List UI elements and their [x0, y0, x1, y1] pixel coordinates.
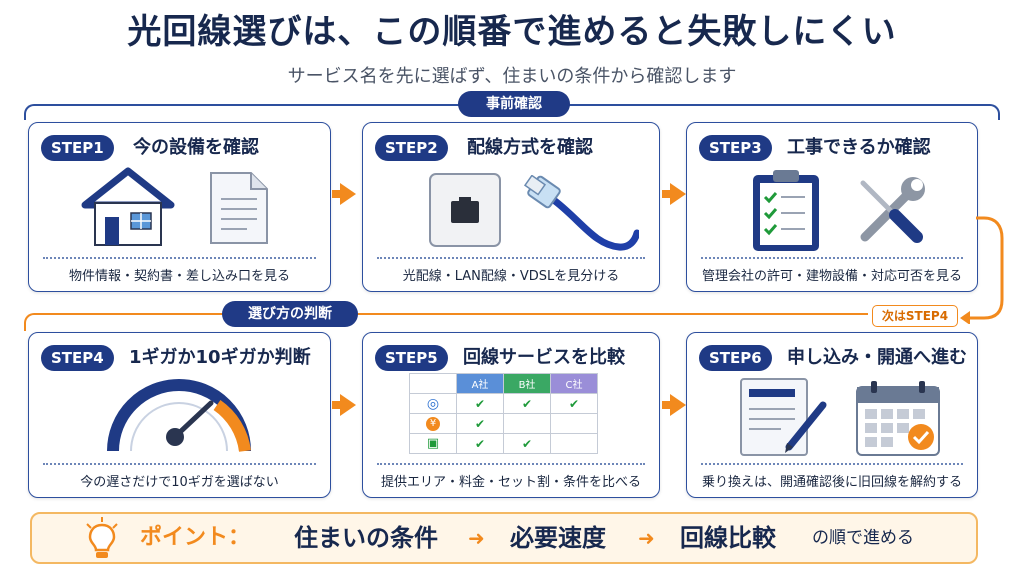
wrench-screwdriver-icon — [860, 177, 925, 243]
check-icon: ✔ — [456, 413, 504, 434]
lan-cable-icon — [523, 175, 639, 251]
step5-badge: STEP5 — [375, 345, 448, 371]
point-item-conditions: 住まいの条件 — [294, 524, 438, 552]
comparison-table: A社 B社 C社 ◎ ✔✔✔ ¥ ✔ ▣ ✔✔ — [409, 373, 598, 454]
step1-card: STEP1 今の設備を確認 物件情報・契約書・差し込み口を見る — [28, 122, 331, 292]
point-banner: ポイント： 住まいの条件 ➜ 必要速度 ➜ 回線比較 の順で進める — [30, 512, 978, 564]
point-suffix: の順で進める — [812, 528, 914, 548]
arrow-step2-to-step3 — [662, 183, 686, 205]
column-header-b: B社 — [503, 373, 551, 394]
step1-title: 今の設備を確認 — [133, 137, 259, 158]
step4-title: 1ギガか10ギガか判断 — [129, 347, 311, 368]
globe-icon: ◎ — [409, 393, 457, 414]
step5-card: STEP5 回線サービスを比較 A社 B社 C社 ◎ ✔✔✔ ¥ ✔ ▣ ✔✔ … — [362, 332, 660, 498]
step2-title: 配線方式を確認 — [467, 137, 593, 158]
step5-caption: 提供エリア・料金・セット割・条件を比べる — [380, 475, 641, 490]
clipboard-checklist-icon — [753, 170, 819, 251]
step6-card: STEP6 申し込み・開通へ進む 乗り換えは、開通確認後に旧回線を解約する — [686, 332, 978, 498]
table-corner-cell — [409, 373, 457, 394]
step6-badge: STEP6 — [699, 345, 772, 371]
check-cell — [550, 413, 598, 434]
table-row: ¥ ✔ — [409, 413, 598, 434]
step3-divider — [701, 257, 963, 259]
step2-divider — [377, 257, 645, 259]
yen-coin-icon: ¥ — [409, 413, 457, 434]
step3-title: 工事できるか確認 — [787, 137, 931, 158]
arrow-step4-to-step5 — [332, 394, 356, 416]
check-icon: ✔ — [550, 393, 598, 414]
column-header-c: C社 — [550, 373, 598, 394]
section-label-decision: 選び方の判断 — [222, 301, 358, 327]
calendar-icon — [856, 381, 940, 456]
page-title: 光回線選びは、この順番で進めると失敗しにくい — [127, 12, 897, 52]
step4-divider — [43, 463, 316, 465]
table-row: ◎ ✔✔✔ — [409, 393, 598, 414]
step2-caption: 光配線・LAN配線・VDSLを見分ける — [402, 269, 620, 284]
point-label: ポイント： — [140, 525, 251, 550]
application-form-pen-icon — [740, 378, 827, 456]
page-subtitle: サービス名を先に選ばず、住まいの条件から確認します — [287, 66, 737, 87]
step1-badge: STEP1 — [41, 135, 114, 161]
step5-title: 回線サービスを比較 — [463, 347, 625, 368]
step5-divider — [377, 463, 645, 465]
step4-badge: STEP4 — [41, 345, 114, 371]
check-icon: ✔ — [503, 393, 551, 414]
document-icon — [210, 172, 268, 244]
gift-icon: ▣ — [409, 433, 457, 454]
step1-caption: 物件情報・契約書・差し込み口を見る — [68, 269, 290, 284]
point-item-speed: 必要速度 — [510, 524, 606, 552]
table-row: ▣ ✔✔ — [409, 433, 598, 454]
section-label-pre-check: 事前確認 — [458, 91, 570, 117]
check-icon: ✔ — [456, 393, 504, 414]
step6-title: 申し込み・開通へ進む — [787, 347, 967, 368]
step6-divider — [701, 463, 963, 465]
step1-divider — [43, 257, 316, 259]
check-cell — [503, 413, 551, 434]
point-arrow-1: ➜ — [468, 526, 485, 550]
check-cell — [550, 433, 598, 454]
house-icon — [81, 167, 175, 246]
connector-step3-to-step4 — [960, 216, 1004, 324]
check-icon: ✔ — [456, 433, 504, 454]
step3-card: STEP3 工事できるか確認 管理会社の許可・建物設備・対応可否を見る — [686, 122, 978, 292]
lightbulb-icon — [86, 517, 118, 558]
point-arrow-2: ➜ — [638, 526, 655, 550]
column-header-a: A社 — [456, 373, 504, 394]
check-icon: ✔ — [503, 433, 551, 454]
wall-outlet-icon — [429, 173, 501, 247]
next-step-tag: 次はSTEP4 — [872, 305, 958, 327]
section-bracket-decision — [24, 313, 868, 331]
step3-badge: STEP3 — [699, 135, 772, 161]
step6-caption: 乗り換えは、開通確認後に旧回線を解約する — [701, 475, 962, 490]
step2-badge: STEP2 — [375, 135, 448, 161]
arrow-step1-to-step2 — [332, 183, 356, 205]
step3-caption: 管理会社の許可・建物設備・対応可否を見る — [701, 269, 962, 284]
step2-card: STEP2 配線方式を確認 光配線・LAN配線・VDSLを見分ける — [362, 122, 660, 292]
speedometer-icon — [107, 379, 251, 452]
step4-card: STEP4 1ギガか10ギガか判断 今の遅さだけで10ギガを選ばない — [28, 332, 331, 498]
point-item-compare: 回線比較 — [680, 524, 776, 552]
step4-caption: 今の遅さだけで10ギガを選ばない — [80, 475, 279, 490]
arrow-step5-to-step6 — [662, 394, 686, 416]
